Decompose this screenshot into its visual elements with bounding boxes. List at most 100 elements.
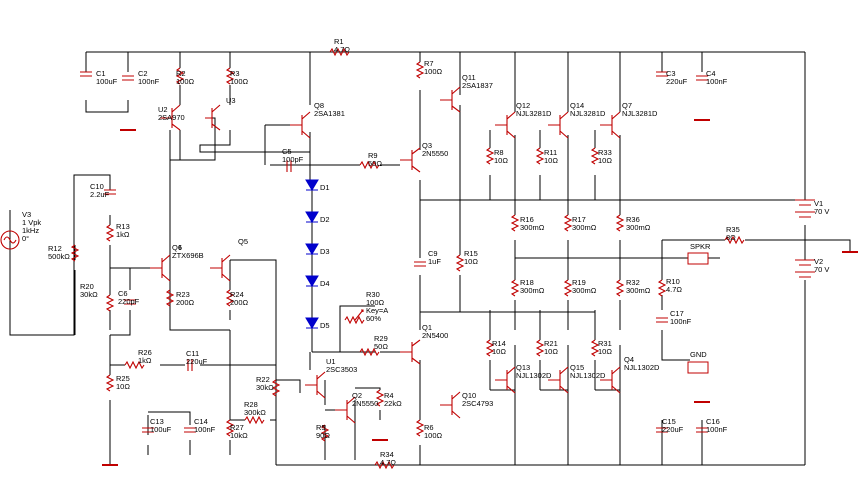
label-c1-line: C1	[96, 69, 106, 78]
label-r30-line: 60%	[366, 314, 381, 323]
label-q14-line: Q14	[570, 101, 584, 110]
label-r9-line: R9	[368, 151, 378, 160]
label-r31-line: 10Ω	[598, 347, 612, 356]
label-r16-line: 300mΩ	[520, 223, 545, 232]
label-q11-line: Q11	[462, 73, 476, 82]
label-c14-line: C14	[194, 417, 208, 426]
resistor-symbols	[70, 47, 745, 470]
label-u2-line: U2	[158, 105, 168, 114]
label-c17-line: 100nF	[670, 317, 692, 326]
label-c2-line: C2	[138, 69, 148, 78]
label-r14-line: R14	[492, 339, 506, 348]
label-c11-line: C11	[186, 349, 199, 358]
label-r3-line: 100Ω	[230, 77, 249, 86]
label-r11-line: 10Ω	[544, 156, 558, 165]
label-r21-line: 10Ω	[544, 347, 558, 356]
label-d1-line: D1	[320, 183, 330, 192]
capacitor-symbols	[80, 71, 708, 433]
label-r24-line: R24	[230, 290, 244, 299]
label-r13-line: R13	[116, 222, 130, 231]
label-q6-line: ZTX696B	[172, 251, 204, 260]
label-q12-line: NJL3281D	[516, 109, 552, 118]
label-d2-line: D2	[320, 215, 330, 224]
label-r4-line: 22kΩ	[384, 399, 402, 408]
label-d5: D5	[320, 321, 330, 330]
label-u3: U3	[226, 96, 236, 105]
label-r28-line: 300kΩ	[244, 408, 266, 417]
label-v3-line: 0°	[22, 234, 29, 243]
label-r17-line: R17	[572, 215, 586, 224]
label-r36-line: 300mΩ	[626, 223, 651, 232]
label-r8-line: 10Ω	[494, 156, 508, 165]
label-c4-line: C4	[706, 69, 716, 78]
label-c10-line: 2.2uF	[90, 190, 110, 199]
label-r31-line: R31	[598, 339, 612, 348]
label-r12-line: 500kΩ	[48, 252, 70, 261]
label-q10-line: 2SC4793	[462, 399, 493, 408]
label-r33-line: R33	[598, 148, 612, 157]
label-r21-line: R21	[544, 339, 558, 348]
label-r3-line: R3	[230, 69, 240, 78]
label-v2-line: V2	[814, 257, 823, 266]
label-r14-line: 10Ω	[492, 347, 506, 356]
label-r6-line: R6	[424, 423, 434, 432]
label-c15-line: 220uF	[662, 425, 684, 434]
label-r7-line: 100Ω	[424, 67, 443, 76]
label-c11-line: 220uF	[186, 357, 208, 366]
label-q6-line: Q6	[172, 243, 182, 252]
label-r34-line: 4.7Ω	[380, 458, 396, 467]
label-q14-line: NJL3281D	[570, 109, 606, 118]
label-r2-line: 100Ω	[176, 77, 195, 86]
diode-symbols	[305, 179, 319, 329]
label-q15-line: NJL1302D	[570, 371, 606, 380]
label-d4-line: D4	[320, 279, 330, 288]
label-q7-line: NJL3281D	[622, 109, 658, 118]
label-r12-line: R12	[48, 244, 62, 253]
wiring	[9, 51, 851, 466]
label-r34-line: R34	[380, 450, 394, 459]
label-r27-line: R27	[230, 423, 244, 432]
label-c9-line: C9	[428, 249, 438, 258]
label-r29-line: R29	[374, 334, 388, 343]
label-c13-line: C13	[150, 417, 164, 426]
label-r11-line: R11	[544, 148, 557, 157]
label-q13-line: Q13	[516, 363, 530, 372]
label-q13-line: NJL1302D	[516, 371, 552, 380]
